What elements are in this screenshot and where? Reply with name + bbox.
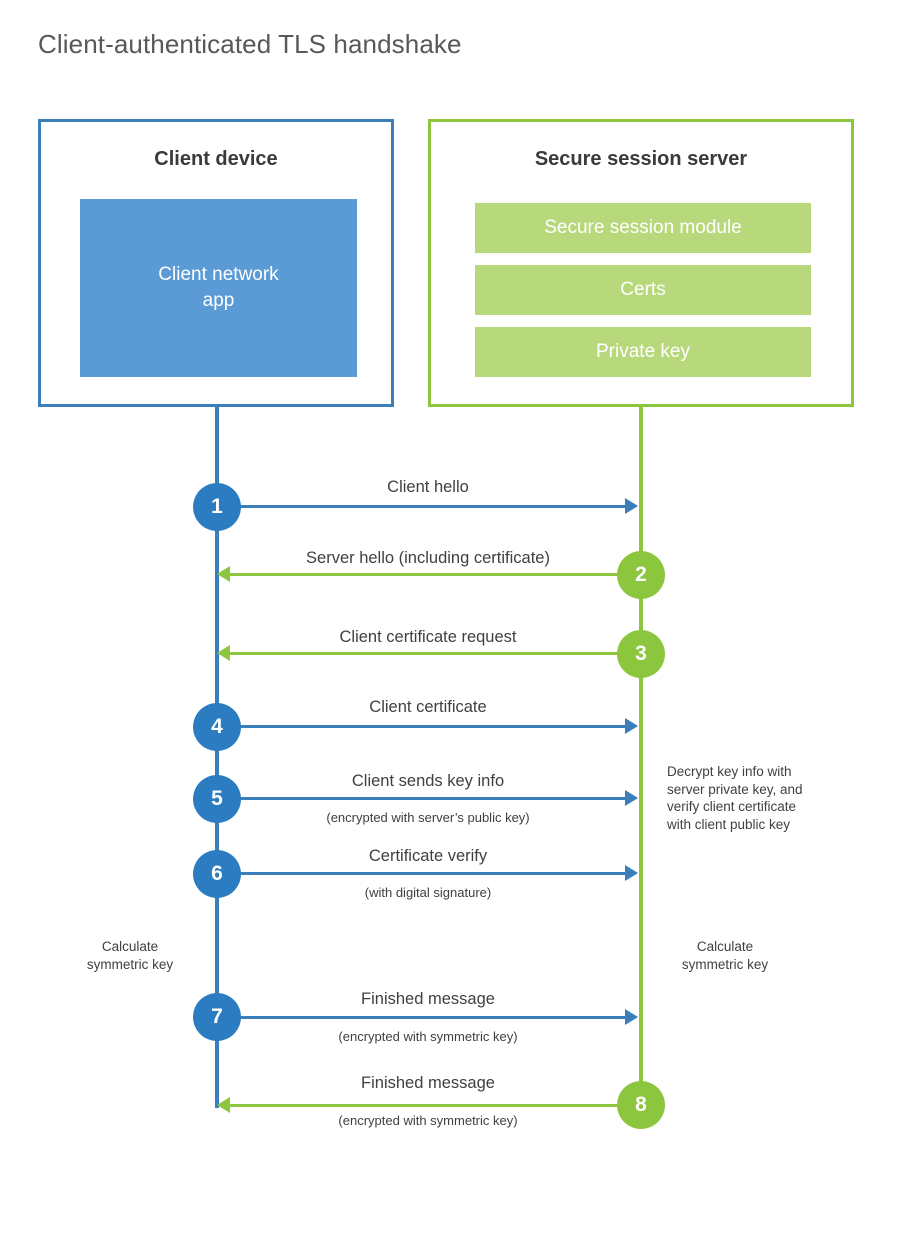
step-7-arrow-line <box>217 1016 626 1019</box>
step-4-label: Client certificate <box>369 698 487 716</box>
server-component-secure-session-module: Secure session module <box>475 203 811 253</box>
client-network-app-block: Client network app <box>80 199 357 377</box>
client-app-label-line1: Client network <box>158 264 279 285</box>
step-8-arrow-head <box>217 1097 230 1113</box>
step-7-sublabel: (encrypted with symmetric key) <box>338 1029 518 1044</box>
server-calc-note-line2: symmetric key <box>681 957 769 972</box>
client-calculate-symmetric-key-note: Calculate symmetric key <box>60 938 200 974</box>
step-3-label: Client certificate request <box>339 628 517 646</box>
step-3-arrow-line <box>230 652 639 655</box>
step-6-label: Certificate verify <box>368 847 488 865</box>
step-1-arrow-head <box>625 498 638 514</box>
step-8-arrow-line <box>230 1104 639 1107</box>
server-component-certs: Certs <box>475 265 811 315</box>
client-device-box: Client device Client network app <box>38 119 394 407</box>
page-title: Client-authenticated TLS handshake <box>38 29 462 59</box>
client-calc-note-line1: Calculate <box>101 939 159 954</box>
step-2-label: Server hello (including certificate) <box>306 549 550 567</box>
step-6-arrow-line <box>217 872 626 875</box>
step-4-number-badge: 4 <box>193 703 241 751</box>
step-7-label: Finished message <box>361 990 495 1008</box>
client-lifeline <box>215 405 219 1108</box>
step-1-arrow-line <box>217 505 626 508</box>
step-3-arrow-head <box>217 645 230 661</box>
server-calculate-symmetric-key-note: Calculate symmetric key <box>655 938 795 974</box>
step-5-sublabel: (encrypted with server’s public key) <box>326 810 530 825</box>
server-decrypt-note-line3: verify client certificate <box>667 799 797 814</box>
step-1-label: Client hello <box>387 478 469 496</box>
server-component-private-key: Private key <box>475 327 811 377</box>
client-device-title: Client device <box>154 148 278 170</box>
step-5-arrow-line <box>217 797 626 800</box>
server-decrypt-note-line4: with client public key <box>667 816 791 832</box>
server-lifeline <box>639 405 643 1106</box>
step-6-sublabel: (with digital signature) <box>364 885 492 900</box>
step-2-arrow-line <box>230 573 639 576</box>
step-2-number-badge: 2 <box>617 551 665 599</box>
secure-session-server-box: Secure session server Secure session mod… <box>428 119 854 407</box>
step-7-arrow-head <box>625 1009 638 1025</box>
server-decrypt-note-line2: server private key, and <box>667 781 803 797</box>
step-3-number-badge: 3 <box>617 630 665 678</box>
step-1-number-badge: 1 <box>193 483 241 531</box>
step-8-number-badge: 8 <box>617 1081 665 1129</box>
step-5-arrow-head <box>625 790 638 806</box>
step-5-label: Client sends key info <box>351 772 505 790</box>
step-6-arrow-head <box>625 865 638 881</box>
secure-session-server-title: Secure session server <box>534 148 748 170</box>
step-4-arrow-line <box>217 725 626 728</box>
server-calc-note-line1: Calculate <box>696 939 754 954</box>
step-4-arrow-head <box>625 718 638 734</box>
step-6-number-badge: 6 <box>193 850 241 898</box>
step-7-number-badge: 7 <box>193 993 241 1041</box>
step-5-number-badge: 5 <box>193 775 241 823</box>
client-app-label-line2: app <box>202 290 235 311</box>
step-8-sublabel: (encrypted with symmetric key) <box>338 1113 518 1128</box>
client-calc-note-line2: symmetric key <box>86 957 174 972</box>
server-decrypt-note: Decrypt key info with server private key… <box>667 763 847 833</box>
step-8-label: Finished message <box>361 1074 495 1092</box>
server-decrypt-note-line1: Decrypt key info with <box>667 764 792 779</box>
step-2-arrow-head <box>217 566 230 582</box>
